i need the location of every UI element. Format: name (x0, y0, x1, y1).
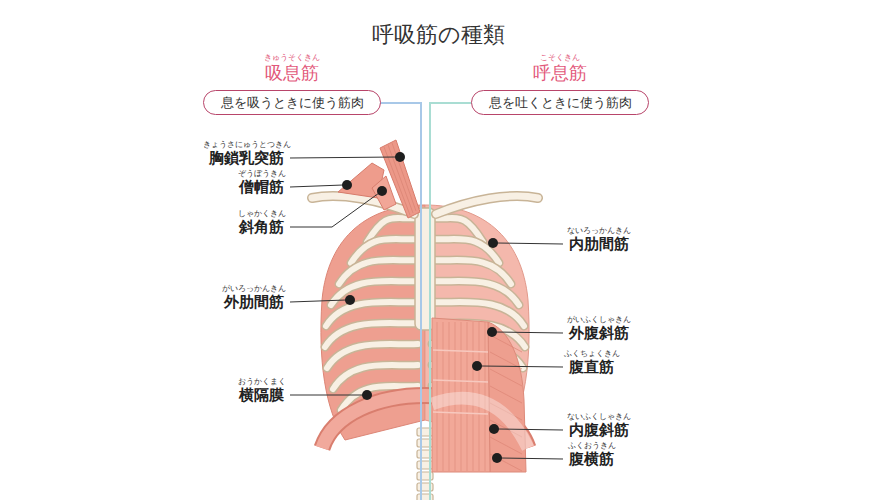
description-box: 息を吸うときに使う筋肉 (203, 90, 381, 115)
reading-ruby: がいふくしゃきん (567, 315, 631, 324)
muscle-label: 外肋間筋 (224, 294, 284, 310)
tendinous-line (433, 350, 488, 352)
muscle-label: 腹横筋 (569, 451, 614, 467)
muscle-label: 内肋間筋 (569, 236, 629, 252)
callout-dot (395, 152, 405, 162)
reading-ruby: こそくきん (540, 53, 580, 62)
muscle-group-box: 呼息筋息を吐くときに使う筋肉 (471, 62, 649, 115)
reading-ruby: おうかくまく (238, 377, 286, 386)
leader-line (290, 157, 396, 158)
muscle-label: 内腹斜筋 (569, 422, 629, 438)
muscle-fibre (490, 454, 522, 471)
leader-line (290, 395, 363, 396)
diaphragm-behind (432, 398, 528, 448)
description-box: 息を吐くときに使う筋肉 (471, 90, 649, 115)
callout-dot (345, 295, 355, 305)
muscle-fibres (384, 143, 416, 215)
reading-ruby: きょうさにゅうとつきん (203, 140, 291, 149)
leader-line (290, 185, 343, 187)
callout-dots (342, 152, 502, 463)
reading-ruby: きゅうそくきん (264, 53, 320, 62)
leader-line (498, 429, 563, 430)
callout-dot (488, 238, 498, 248)
leader-line (501, 458, 563, 459)
reading-ruby: ふくちょくきん (564, 349, 620, 358)
muscle-label: 外腹斜筋 (569, 325, 629, 341)
muscle-fibre (388, 145, 413, 213)
muscle-label: 胸鎖乳突筋 (209, 150, 284, 166)
muscle-group-box: 吸息筋息を吸うときに使う筋肉 (203, 62, 381, 115)
callout-dot (472, 361, 482, 371)
reading-ruby: ないろっかんきん (567, 226, 631, 235)
reading-ruby: しゃかくきん (238, 209, 286, 218)
oblique-muscles (488, 322, 526, 472)
sternocleidomastoid-muscle (380, 140, 420, 218)
bracket-line (300, 103, 421, 500)
diagram-title: 呼吸筋の種類 (0, 22, 876, 48)
reading-ruby: ふくおうきん (568, 441, 616, 450)
reading-ruby: ぞうぼうきん (238, 169, 286, 178)
callout-dot (342, 180, 352, 190)
leader-line (290, 193, 379, 227)
clavicle-outline (436, 196, 538, 214)
scalene-muscle (372, 176, 396, 210)
muscle-label: 僧帽筋 (239, 179, 284, 195)
leader-line (290, 300, 346, 302)
muscle-fibre (392, 143, 416, 211)
callout-dot (487, 327, 497, 337)
leader-line (496, 332, 563, 333)
callout-dot (377, 186, 387, 196)
muscle-label: 斜角筋 (239, 219, 284, 235)
leader-lines (290, 157, 563, 459)
tendinous-line (433, 412, 488, 414)
group-heading: 呼息筋 (471, 62, 649, 84)
reading-ruby: ないふくしゃきん (567, 412, 631, 421)
callout-dot (492, 453, 502, 463)
muscle-label: 横隔膜 (239, 387, 284, 403)
bracket-line (430, 103, 560, 500)
reading-ruby: がいろっかんきん (222, 284, 286, 293)
muscle-fibre (490, 369, 522, 386)
sternum (415, 208, 435, 330)
callout-dot (362, 390, 372, 400)
callout-dot (489, 424, 499, 434)
leader-line (497, 243, 563, 244)
muscle-fibre (490, 335, 522, 352)
muscle-label: 腹直筋 (569, 359, 614, 375)
tendinous-line (433, 380, 488, 382)
group-heading: 吸息筋 (203, 62, 381, 84)
clavicle (436, 196, 538, 214)
leader-line (481, 366, 563, 367)
